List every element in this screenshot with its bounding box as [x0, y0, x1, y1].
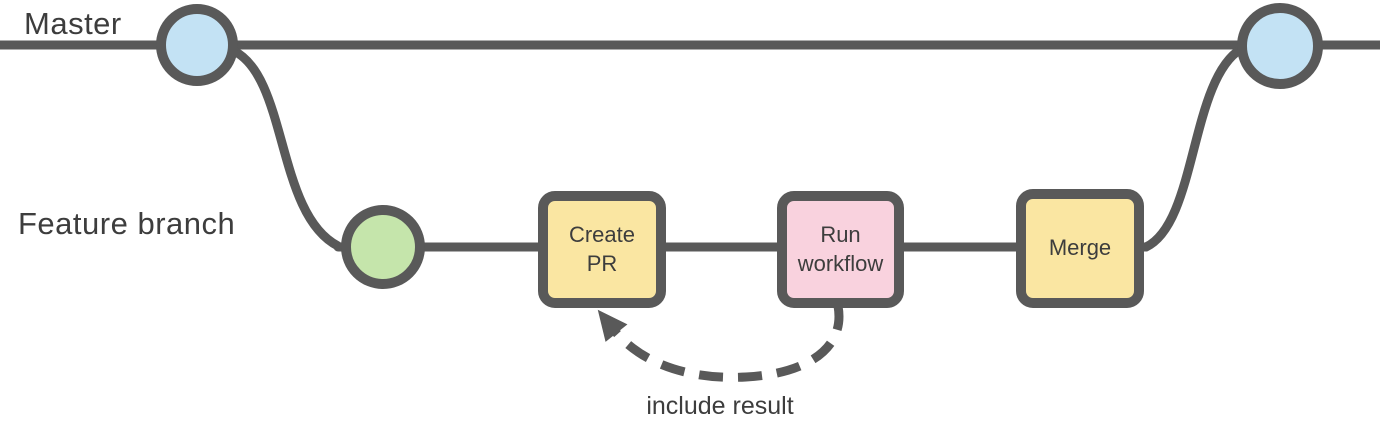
feature-commit-node [341, 205, 425, 289]
master-commit-node-left [156, 4, 238, 86]
master-branch-label: Master [24, 6, 122, 41]
step-box-run-workflow: Run workflow [777, 191, 904, 308]
step-box-create-pr: Create PR [538, 191, 666, 308]
step-label-create-pr: Create PR [568, 221, 636, 276]
branch-out-curve [229, 46, 343, 251]
feedback-dashed-arrow [597, 305, 844, 382]
step-label-merge: Merge [1048, 235, 1112, 261]
include-result-annotation: include result [646, 392, 794, 420]
feature-branch-line [333, 44, 1246, 252]
step-label-run-workflow: Run workflow [797, 221, 884, 276]
step-box-merge: Merge [1016, 189, 1144, 308]
master-commit-node-right [1237, 3, 1323, 89]
feature-branch-label: Feature branch [18, 206, 236, 241]
